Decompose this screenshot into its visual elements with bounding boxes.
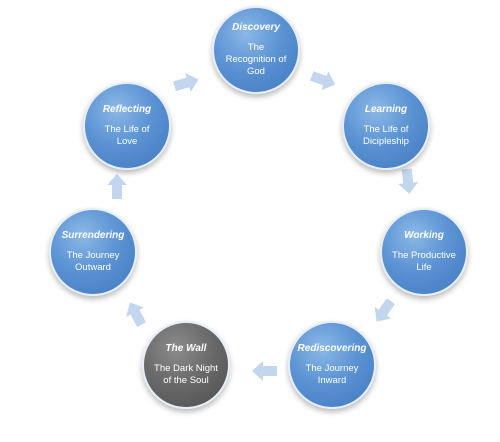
stage-subtitle: The Journey Inward (305, 363, 359, 386)
stage-title: The Wall (165, 343, 207, 354)
arrow-rediscovering-to-wall (252, 361, 277, 381)
stage-title: Discovery (232, 22, 280, 33)
stage-surrendering: Surrendering The Journey Outward (49, 208, 137, 296)
arrow-wall-to-surrendering (126, 302, 147, 327)
arrow-surrendering-to-reflecting (107, 174, 127, 199)
stage-title: Surrendering (61, 230, 125, 241)
stage-title: Reflecting (102, 104, 152, 115)
stage-subtitle: The Journey Outward (66, 250, 120, 273)
stage-rediscovering: Rediscovering The Journey Inward (288, 321, 376, 409)
stage-subtitle: The Recognition of God (225, 42, 287, 77)
stage-reflecting: Reflecting The Life of Love (83, 82, 171, 170)
stage-subtitle: The Dark Night of the Soul (154, 363, 218, 386)
arrow-reflecting-to-discovery (173, 72, 199, 93)
stage-the-wall: The Wall The Dark Night of the Soul (142, 321, 230, 409)
stage-discovery: Discovery The Recognition of God (212, 6, 300, 94)
stage-working: Working The Productive Life (380, 208, 468, 296)
arrow-working-to-rediscovering (374, 298, 395, 322)
stage-subtitle: The Life of Dicipleship (363, 124, 409, 147)
stage-title: Rediscovering (297, 343, 367, 354)
stage-title: Working (404, 230, 444, 241)
arrow-discovery-to-learning (310, 71, 336, 91)
stage-subtitle: The Productive Life (392, 250, 456, 273)
stage-learning: Learning The Life of Dicipleship (342, 82, 430, 170)
stage-title: Learning (364, 104, 408, 115)
stage-subtitle: The Life of Love (104, 124, 150, 147)
arrow-learning-to-working (398, 168, 419, 194)
